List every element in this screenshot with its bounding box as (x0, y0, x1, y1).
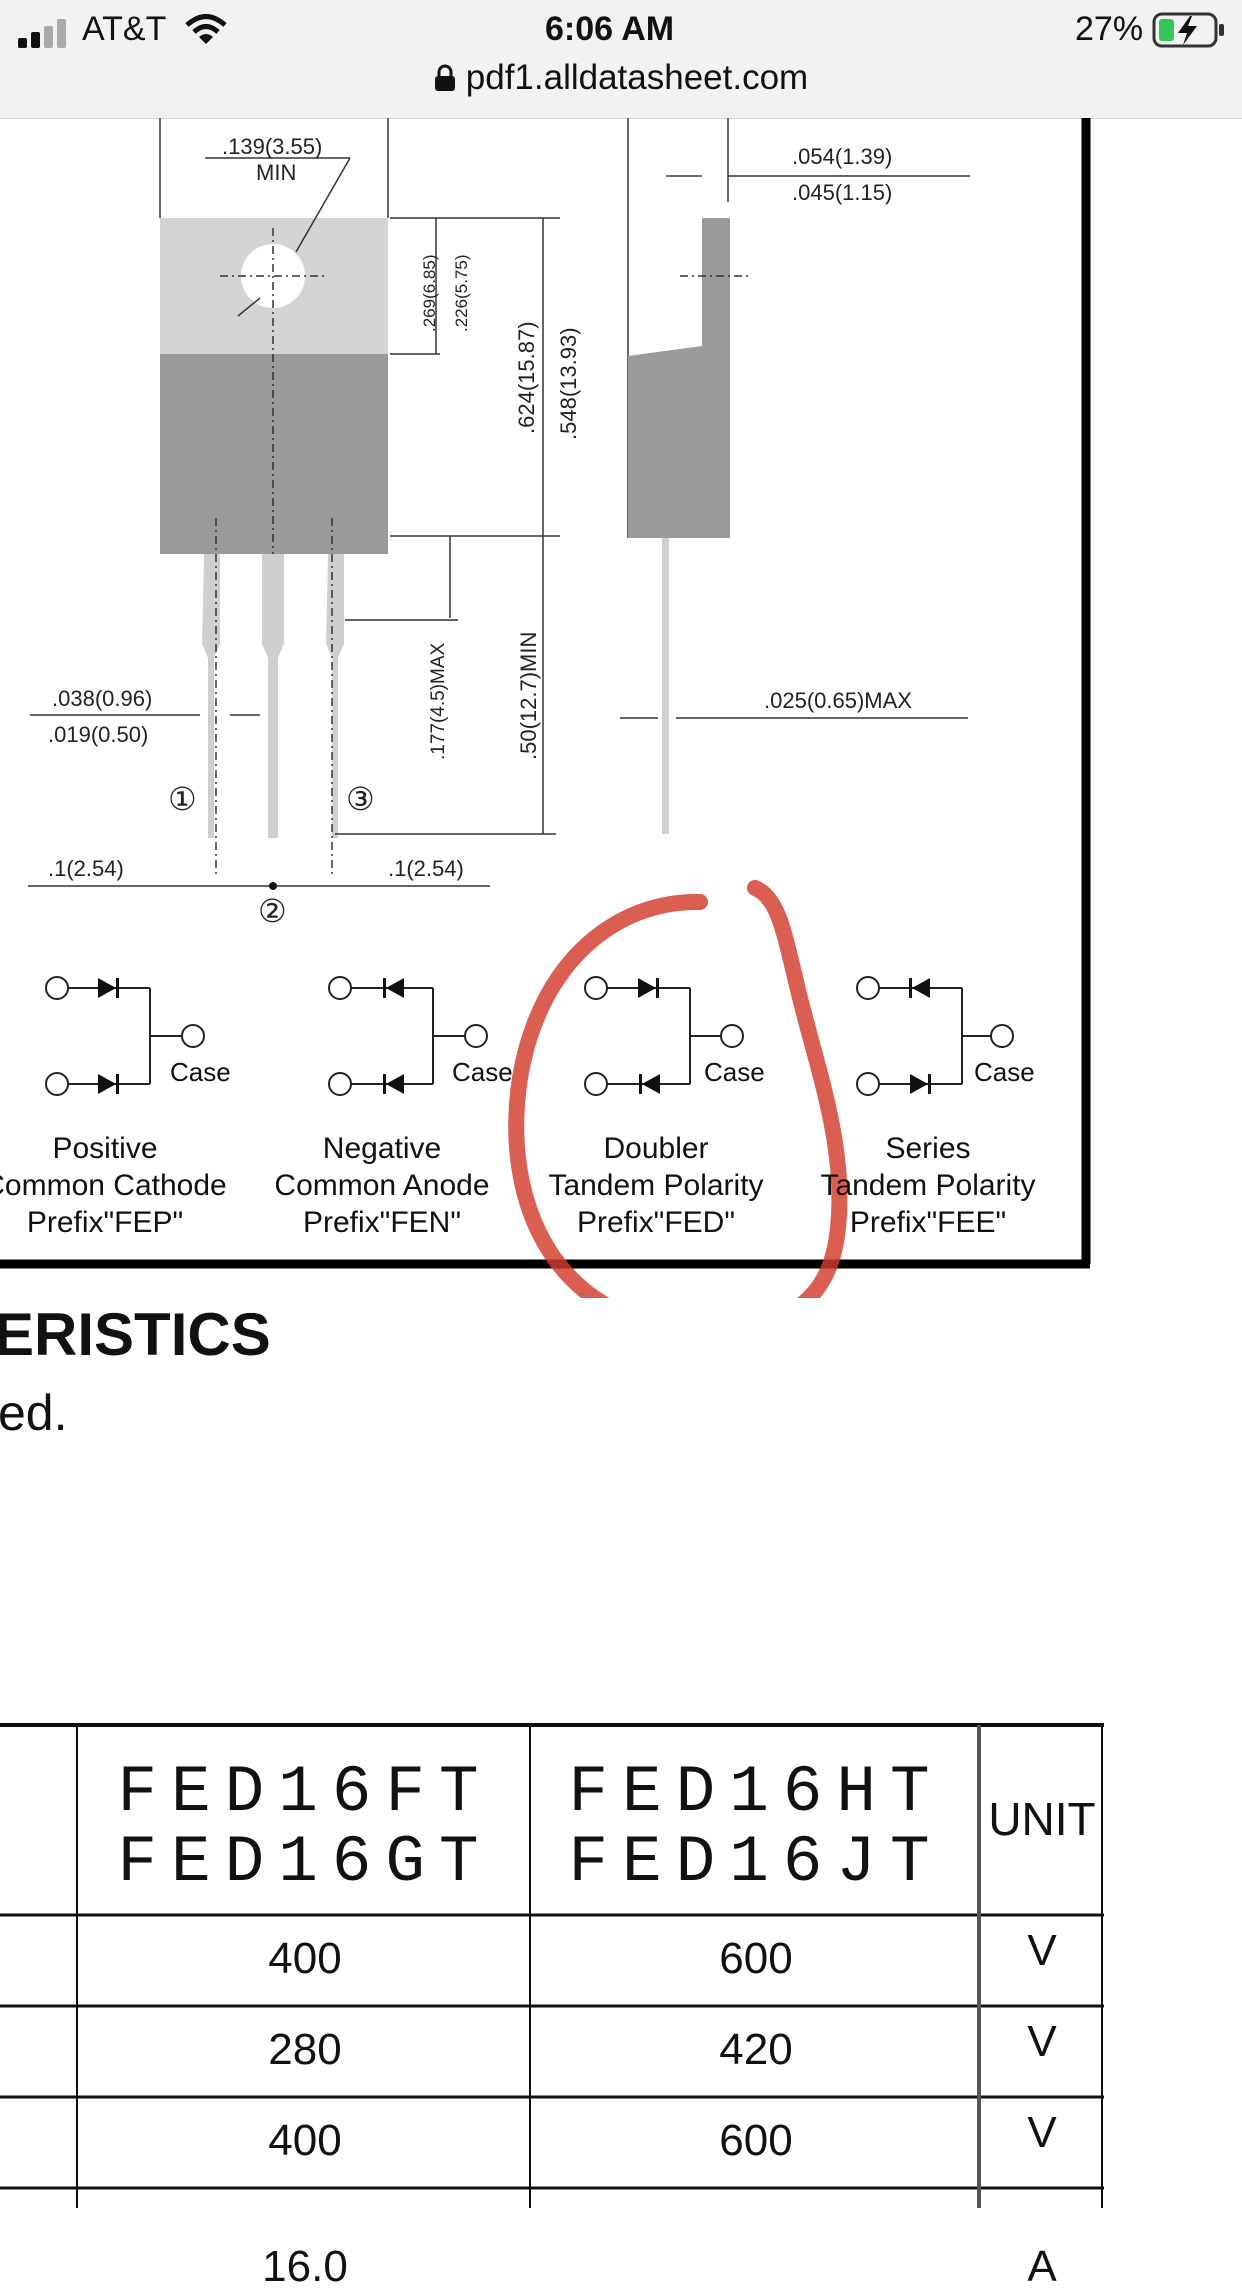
row4-col1: 16.0 (262, 2242, 348, 2291)
red-circle-annotation (508, 880, 848, 1298)
wifi-icon (185, 14, 227, 44)
config-doubler: Doubler Tandem Polarity Prefix"FED" (536, 1130, 776, 1241)
config-positive-prefix: Prefix"FEP" (26, 1206, 184, 1239)
dim-lead-w-b: .019(0.50) (48, 722, 149, 747)
config-series-line1: Series (885, 1132, 971, 1165)
config-negative: Negative Common Anode Prefix"FEN" (262, 1130, 502, 1241)
header-fed16ft-gt: FED16FT FED16GT (80, 1758, 530, 1898)
pdf-page[interactable]: .139(3.55) MIN .054(1.39) .045(1.15) .26… (0, 118, 1242, 2291)
dim-hole-pos-a: .269(6.85) (420, 254, 439, 333)
header-part-ft: FED16FT (117, 1755, 493, 1830)
pin-1-label: ① (168, 781, 197, 817)
row1-col2: 600 (719, 1934, 793, 1983)
config-negative-line1: Negative (322, 1132, 442, 1165)
config-series-prefix: Prefix"FEE" (849, 1206, 1007, 1239)
row3-unit: V (1027, 2108, 1057, 2157)
header-fed16ht-jt: FED16HT FED16JT (533, 1758, 979, 1898)
diode-symbols (98, 978, 931, 1094)
dim-body-h-b: .548(13.93) (556, 327, 581, 440)
section-subtext: ed. (0, 1385, 68, 1441)
section-heading: ERISTICS (0, 1301, 271, 1368)
pin-3-label: ③ (346, 781, 375, 817)
dim-hole-min: MIN (256, 160, 297, 185)
signal-icon (18, 19, 66, 48)
config-positive-line1: Positive (52, 1132, 158, 1165)
row1-unit: V (1027, 1926, 1057, 1975)
browser-status-bar: AT&T 6:06 AM 27% pdf1.alldatasheet.com (0, 0, 1242, 119)
header-part-gt: FED16GT (117, 1825, 493, 1900)
config-series-line2: Tandem Polarity (820, 1169, 1036, 1202)
config-doubler-prefix: Prefix"FED" (577, 1206, 735, 1239)
dim-pitch-right: .1(2.54) (388, 856, 464, 881)
config-doubler-line2: Tandem Polarity (548, 1169, 764, 1202)
header-unit: UNIT (988, 1793, 1096, 1845)
case-label-3: Case (704, 1057, 765, 1087)
row3-col1: 400 (268, 2116, 342, 2165)
battery-percent: 27% (1075, 10, 1144, 48)
lock-icon (434, 64, 455, 91)
case-label-4: Case (974, 1057, 1035, 1087)
config-series: Series Tandem Polarity Prefix"FEE" (808, 1130, 1048, 1241)
body-area (160, 354, 388, 554)
config-positive-line2: Common Cathode (0, 1169, 227, 1202)
dim-lead-w-a: .038(0.96) (52, 686, 153, 711)
dim-lead-thickness: .025(0.65)MAX (764, 688, 912, 713)
url-bar[interactable]: pdf1.alldatasheet.com (0, 58, 1242, 98)
case-label-2: Case (452, 1057, 513, 1087)
dim-thick-top: .054(1.39) (792, 144, 893, 169)
carrier-name: AT&T (82, 10, 167, 48)
url-text: pdf1.alldatasheet.com (465, 58, 809, 97)
row2-col2: 420 (719, 2025, 793, 2074)
clock-time: 6:06 AM (545, 10, 675, 48)
header-part-jt: FED16JT (568, 1825, 944, 1900)
row4-unit: A (1027, 2242, 1057, 2291)
row1-col1: 400 (268, 1934, 342, 1983)
config-negative-prefix: Prefix"FEN" (303, 1206, 461, 1239)
dim-thick-bottom: .045(1.15) (792, 180, 893, 205)
row2-unit: V (1027, 2017, 1057, 2066)
leads (202, 554, 344, 838)
schematics (45, 976, 1014, 1096)
dim-lead-length: .50(12.7)MIN (516, 631, 541, 760)
dim-hole-pos-b: .226(5.75) (452, 254, 471, 333)
package-outline-drawing (0, 118, 1091, 1298)
row2-col1: 280 (268, 2025, 342, 2074)
dim-hole-dia: .139(3.55) (222, 134, 323, 159)
case-label-1: Case (170, 1057, 231, 1087)
dim-lead-shoulder: .177(4.5)MAX (428, 642, 449, 760)
config-positive: Positive Common Cathode Prefix"FEP" (0, 1130, 230, 1241)
side-lead (662, 538, 669, 834)
pin-2-label: ② (258, 893, 287, 929)
side-body (628, 218, 730, 538)
ratings-table-grid (0, 1723, 1104, 2208)
header-part-ht: FED16HT (568, 1755, 944, 1830)
config-doubler-line1: Doubler (603, 1132, 709, 1165)
config-negative-line2: Common Anode (274, 1169, 490, 1202)
dim-pitch-left: .1(2.54) (48, 856, 124, 881)
row3-col2: 600 (719, 2116, 793, 2165)
dim-body-h-a: .624(15.87) (514, 321, 539, 434)
battery-charging-icon (1152, 12, 1224, 48)
